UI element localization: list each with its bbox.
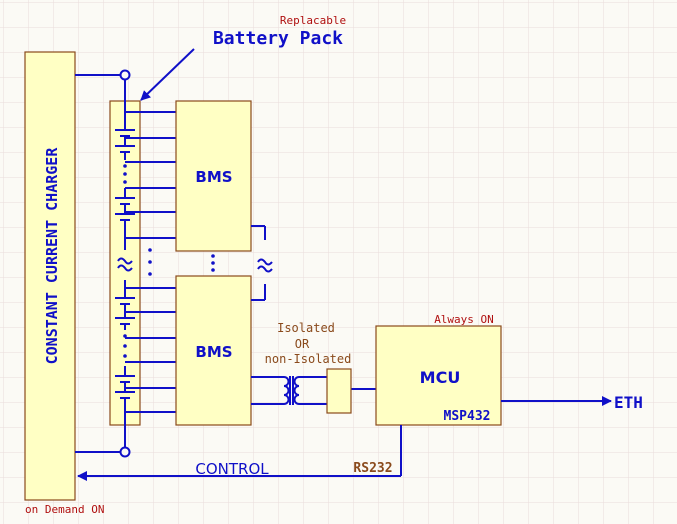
control-wire: [77, 425, 402, 481]
bms-interconnect: [251, 225, 273, 301]
bms-bottom-label: BMS: [195, 343, 232, 361]
charger-wires: [75, 74, 126, 453]
battery-pack-label: Battery Pack: [213, 28, 343, 49]
bms-top-label: BMS: [195, 168, 232, 186]
msp432-label: MSP432: [444, 409, 491, 424]
non-isolated-label: non-Isolated: [265, 352, 352, 366]
charger-box: [24, 51, 76, 501]
isolation-transformer: [251, 376, 376, 405]
bms-top-box: [175, 100, 252, 252]
isolator-box: [326, 368, 352, 414]
rs232-label: RS232: [353, 461, 392, 476]
bottom-terminal: [119, 446, 131, 458]
on-demand-label: on Demand ON: [25, 503, 104, 516]
eth-label: ETH: [614, 393, 643, 412]
top-terminal: [119, 69, 131, 81]
control-label: CONTROL: [195, 460, 269, 478]
bms-taps: [125, 111, 176, 413]
bms-bottom-box: [175, 275, 252, 426]
charger-label: CONSTANT CURRENT CHARGER: [43, 147, 61, 365]
battery-pack-pointer: [140, 48, 195, 101]
isolated-label: Isolated: [277, 321, 335, 335]
always-on-note: Always ON: [434, 313, 494, 326]
replacable-note: Replacable: [280, 14, 346, 27]
mcu-label: MCU: [420, 368, 461, 387]
cell-dots: [123, 164, 215, 358]
mcu-box: [375, 325, 502, 426]
battery-cells-top: [115, 129, 135, 410]
or-label: OR: [295, 337, 310, 351]
